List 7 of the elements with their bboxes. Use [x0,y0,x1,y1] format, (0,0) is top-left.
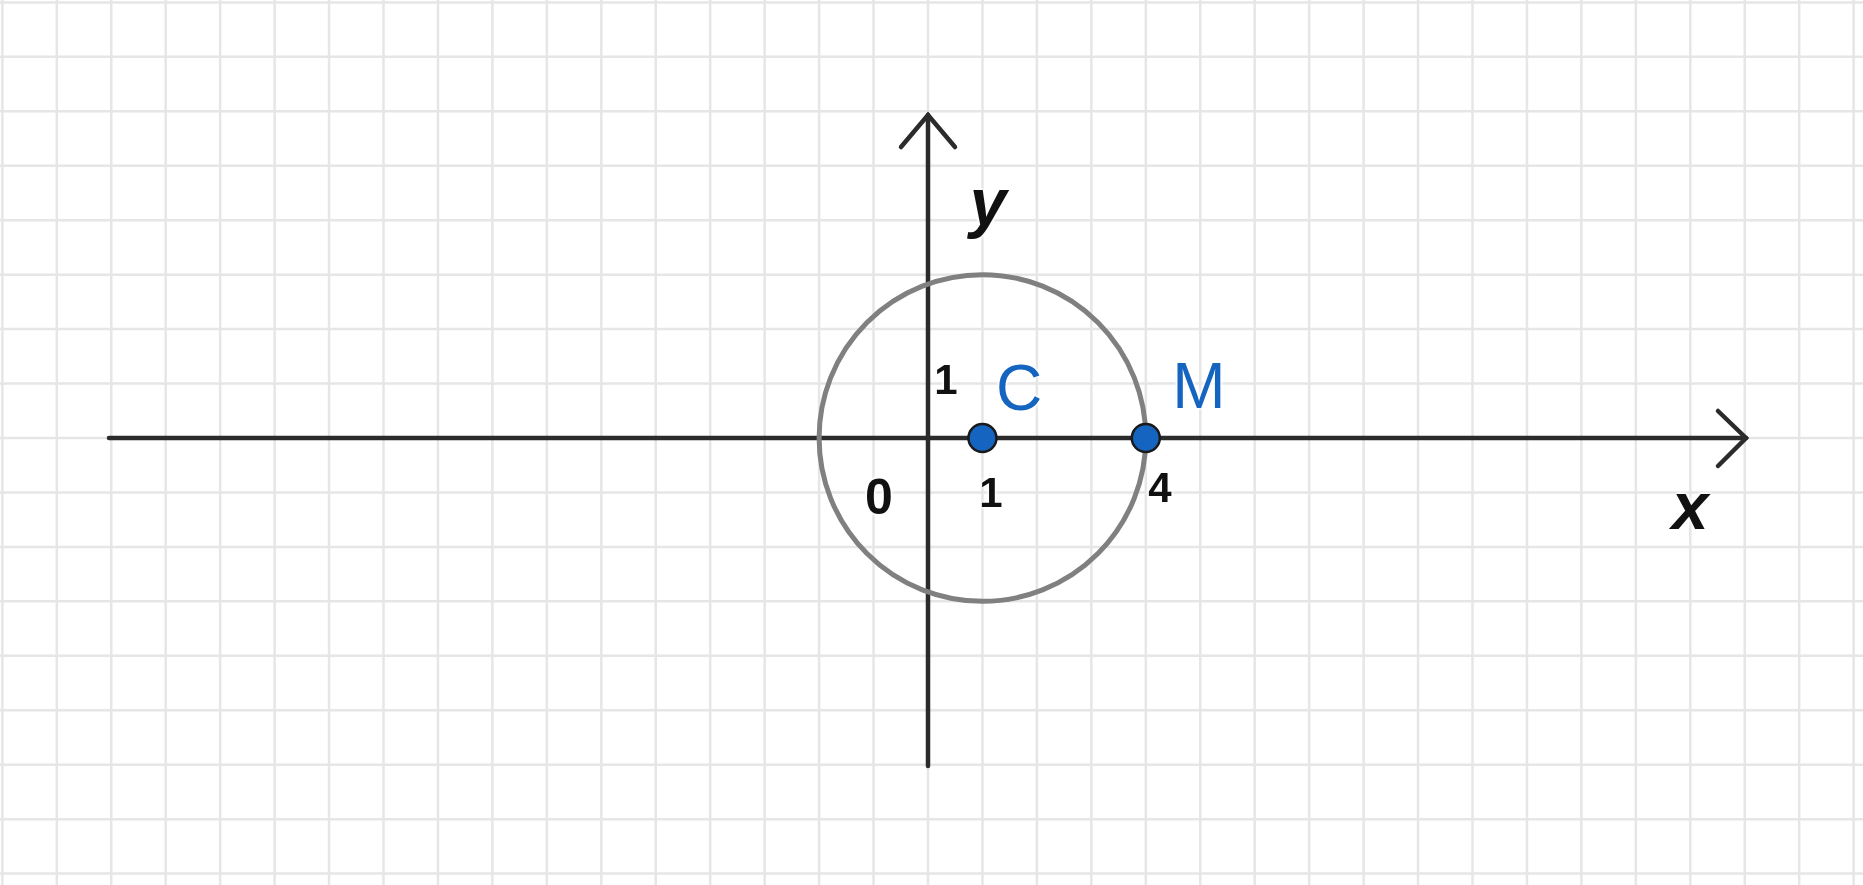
origin-label: 0 [865,472,893,522]
point-label: M [1172,354,1226,418]
axis-label: x [1671,473,1709,539]
point-label: C [995,356,1043,420]
tick-label: 1 [979,472,1003,514]
tick-label: 4 [1148,467,1172,509]
tick-label: 1 [934,359,958,401]
